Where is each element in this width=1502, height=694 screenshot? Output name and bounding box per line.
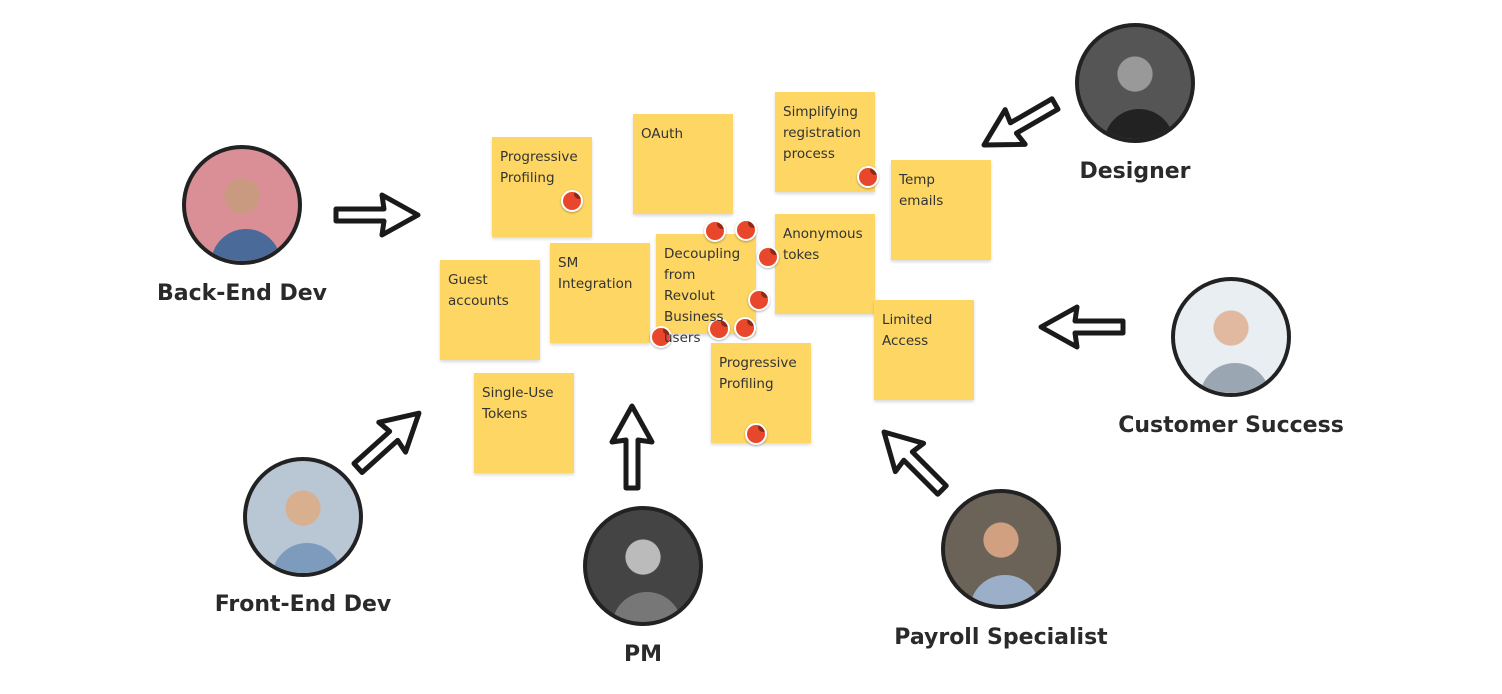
avatar	[1171, 277, 1291, 397]
vote-dot[interactable]	[748, 289, 770, 311]
arrow-icon	[1041, 307, 1123, 347]
avatar	[941, 489, 1061, 609]
note-text: Simplifying registration process	[783, 104, 861, 162]
vote-dot[interactable]	[704, 220, 726, 242]
sticky-note[interactable]: Limited Access	[874, 300, 974, 400]
person-label: Payroll Specialist	[894, 625, 1108, 650]
vote-dot[interactable]	[561, 190, 583, 212]
person-label: Designer	[1079, 159, 1191, 184]
avatar	[182, 145, 302, 265]
arrow-icon	[974, 87, 1065, 163]
note-text: Limited Access	[882, 312, 933, 349]
person-label: Front-End Dev	[214, 592, 392, 617]
sticky-note[interactable]: Guest accounts	[440, 260, 540, 360]
arrow-icon	[336, 195, 418, 235]
sticky-note[interactable]: SM Integration	[550, 243, 650, 343]
sticky-note[interactable]: OAuth	[633, 114, 733, 214]
person-label: PM	[623, 642, 663, 667]
note-text: Temp emails	[899, 172, 944, 209]
vote-dot[interactable]	[734, 317, 756, 339]
sticky-note[interactable]: Temp emails	[891, 160, 991, 260]
avatar	[583, 506, 703, 626]
arrow-icon	[870, 418, 956, 504]
sticky-note[interactable]: Anonymous tokes	[775, 214, 875, 314]
avatar	[243, 457, 363, 577]
arrow-icon	[612, 406, 652, 488]
vote-dot[interactable]	[857, 166, 879, 188]
sticky-note[interactable]: Progressive Profiling	[492, 137, 592, 237]
person-label: Back-End Dev	[156, 281, 328, 306]
note-text: OAuth	[641, 126, 684, 142]
note-text: SM Integration	[558, 255, 633, 292]
vote-dot[interactable]	[757, 246, 779, 268]
note-text: Guest accounts	[448, 272, 509, 309]
sticky-note[interactable]: Single-Use Tokens	[474, 373, 574, 473]
avatar	[1075, 23, 1195, 143]
arrow-icon	[345, 398, 433, 483]
vote-dot[interactable]	[708, 318, 730, 340]
vote-dot[interactable]	[650, 326, 672, 348]
sticky-note[interactable]: Simplifying registration process	[775, 92, 875, 192]
note-text: Anonymous tokes	[783, 226, 863, 263]
note-text: Decoupling from Revolut Business users	[664, 246, 741, 346]
vote-dot[interactable]	[745, 423, 767, 445]
person-label: Customer Success	[1118, 413, 1344, 438]
sticky-note[interactable]: Decoupling from Revolut Business users	[656, 234, 756, 346]
note-text: Progressive Profiling	[719, 355, 797, 392]
note-text: Single-Use Tokens	[482, 385, 554, 422]
note-text: Progressive Profiling	[500, 149, 578, 186]
vote-dot[interactable]	[735, 219, 757, 241]
